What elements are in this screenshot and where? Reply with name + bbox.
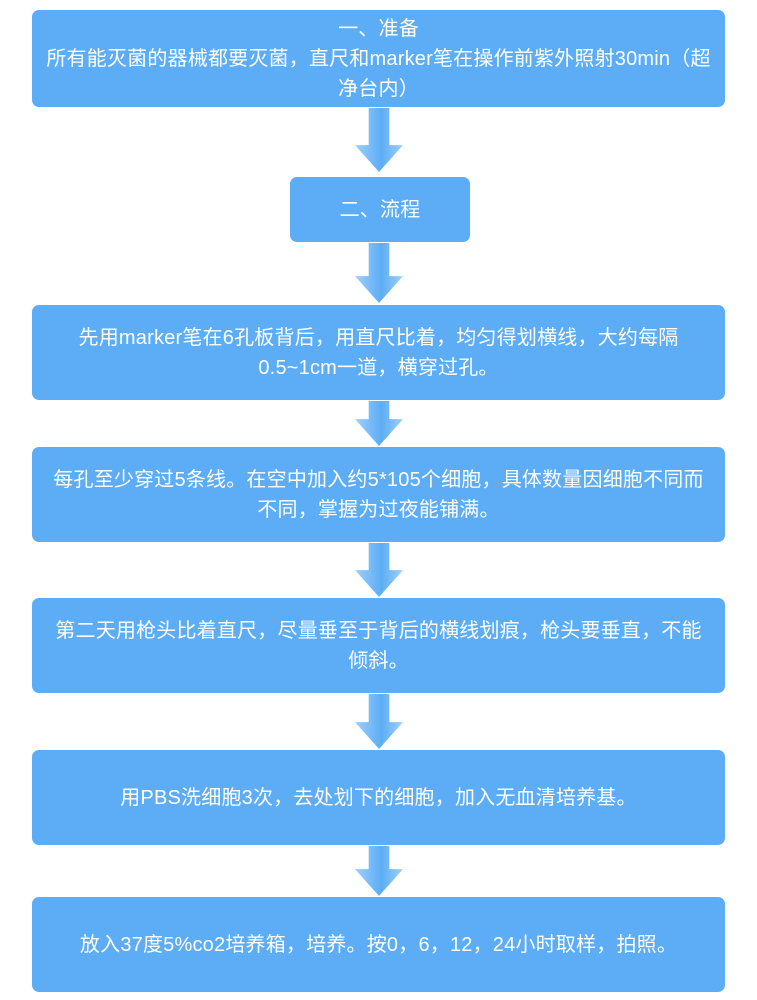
node-label: 一、准备 所有能灭菌的器械都要灭菌，直尺和marker笔在操作前紫外照射30mi… xyxy=(46,17,711,100)
arrow-step4-to-step5 xyxy=(355,846,403,896)
step-seed-cells-node[interactable]: 每孔至少穿过5条线。在空中加入约5*105个细胞，具体数量因细胞不同而不同，掌握… xyxy=(32,447,725,542)
arrow-step1-to-step2 xyxy=(355,401,403,446)
node-label: 二、流程 xyxy=(339,198,421,221)
step-wash-pbs-node[interactable]: 用PBS洗细胞3次，去处划下的细胞，加入无血清培养基。 xyxy=(32,750,725,845)
preparation-node[interactable]: 一、准备 所有能灭菌的器械都要灭菌，直尺和marker笔在操作前紫外照射30mi… xyxy=(32,10,725,107)
step-incubate-node[interactable]: 放入37度5%co2培养箱，培养。按0，6，12，24小时取样，拍照。 xyxy=(32,897,725,992)
process-node[interactable]: 二、流程 xyxy=(290,177,470,242)
node-label: 每孔至少穿过5条线。在空中加入约5*105个细胞，具体数量因细胞不同而不同，掌握… xyxy=(53,468,704,521)
step-draw-lines-node[interactable]: 先用marker笔在6孔板背后，用直尺比着，均匀得划横线，大约每隔0.5~1cm… xyxy=(32,305,725,400)
node-label: 先用marker笔在6孔板背后，用直尺比着，均匀得划横线，大约每隔0.5~1cm… xyxy=(78,326,679,379)
arrow-step2-to-step3 xyxy=(355,543,403,597)
arrow-process-to-step1 xyxy=(355,243,403,303)
node-label: 第二天用枪头比着直尺，尽量垂至于背后的横线划痕，枪头要垂直，不能倾斜。 xyxy=(55,619,702,672)
node-label: 放入37度5%co2培养箱，培养。按0，6，12，24小时取样，拍照。 xyxy=(79,933,678,956)
arrow-step3-to-step4 xyxy=(355,694,403,749)
arrow-prep-to-process xyxy=(355,108,403,172)
step-scratch-node[interactable]: 第二天用枪头比着直尺，尽量垂至于背后的横线划痕，枪头要垂直，不能倾斜。 xyxy=(32,598,725,693)
node-label: 用PBS洗细胞3次，去处划下的细胞，加入无血清培养基。 xyxy=(120,786,637,809)
